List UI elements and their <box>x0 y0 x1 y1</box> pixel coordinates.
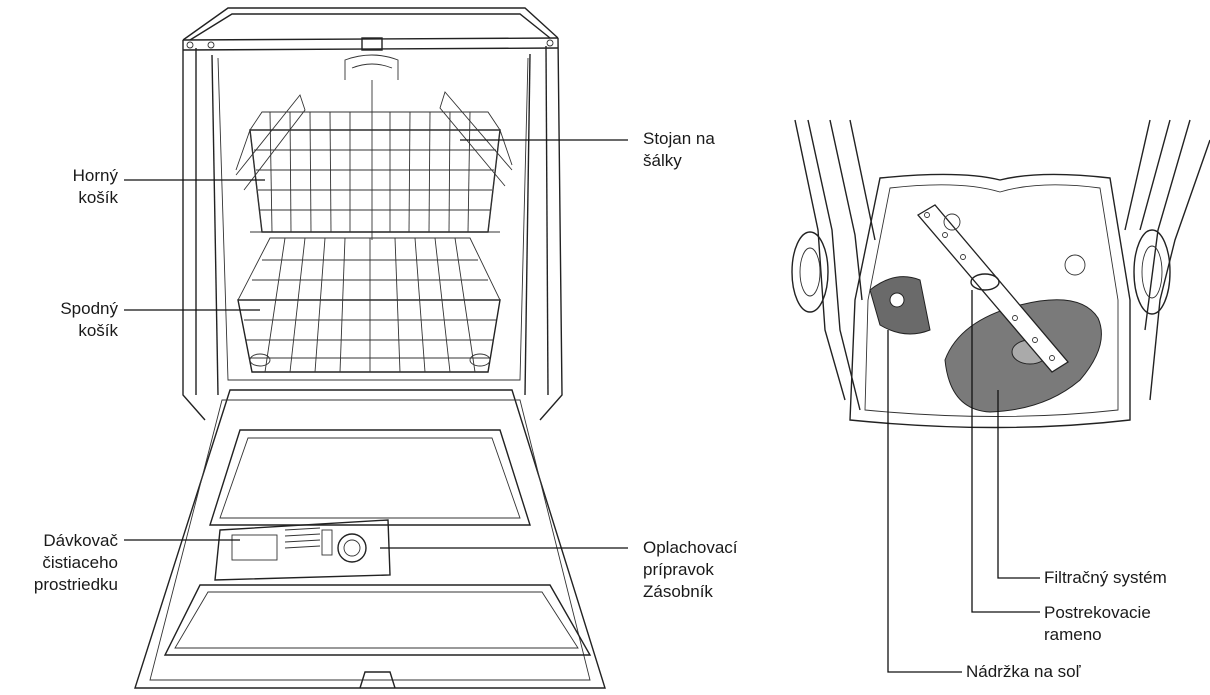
label-rinse-aid: Oplachovací prípravok Zásobník <box>643 538 738 601</box>
label-detergent-dispenser: Dávkovač čistiaceho prostriedku <box>33 531 118 594</box>
label-lower-basket: Spodný košík <box>60 299 118 340</box>
lower-basket-drawing <box>237 237 501 373</box>
tub-detail-drawing <box>791 119 1210 673</box>
label-filter-system: Filtračný systém <box>1044 568 1167 587</box>
dishwasher-body <box>182 7 563 421</box>
label-upper-basket: Horný košík <box>72 166 118 207</box>
dishwasher-door-drawing <box>134 389 606 689</box>
label-cup-rack: Stojan na šálky <box>643 129 715 170</box>
upper-basket-drawing <box>235 91 513 233</box>
left-leader-lines <box>124 139 628 549</box>
label-spray-arm: Postrekovacie rameno <box>1044 603 1151 644</box>
label-salt-container: Nádržka na soľ <box>966 662 1081 681</box>
